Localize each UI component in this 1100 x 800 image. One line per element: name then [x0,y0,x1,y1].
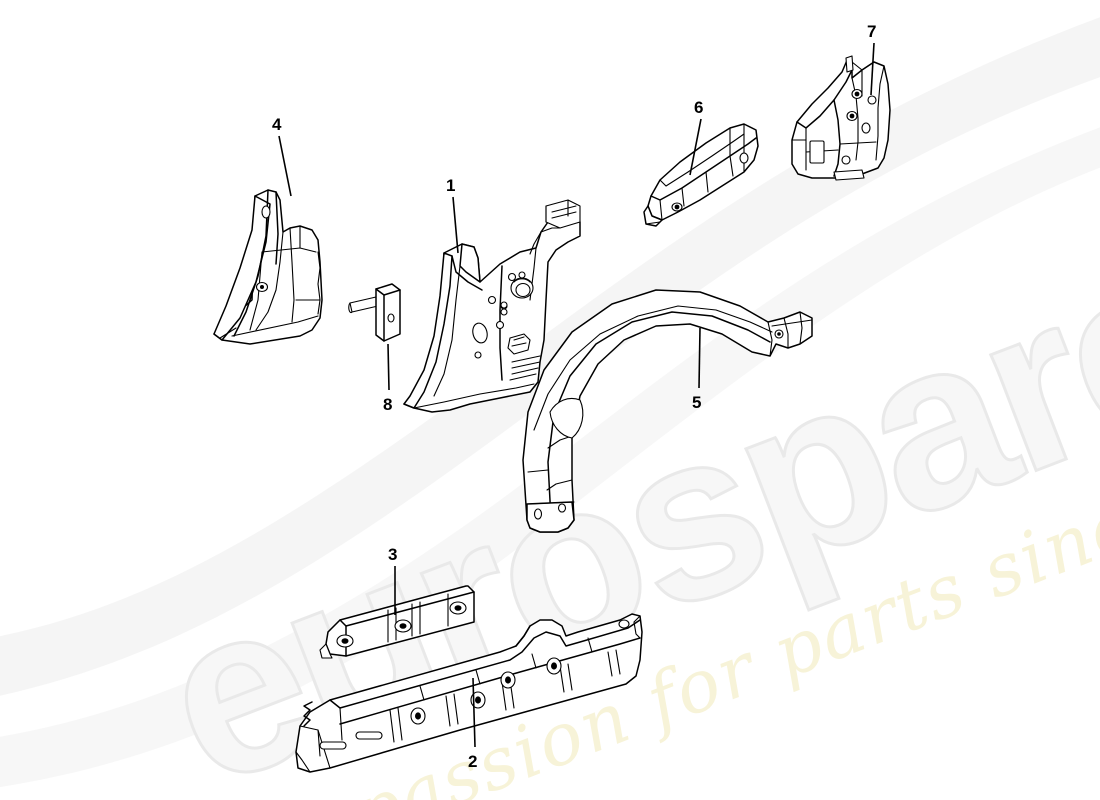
callout-label-2: 2 [468,752,478,771]
callout-label-3: 3 [388,545,398,564]
callout-label-5: 5 [692,393,702,412]
callout-label-6: 6 [694,98,704,117]
leader-8 [387,343,390,391]
callout-label-7: 7 [867,22,877,41]
part-4-a-pillar-lower-reinforcement[interactable] [213,189,323,345]
part-3-sill-reinforcement-plate[interactable] [319,585,475,659]
part-5-wheel-arch-reinforcement[interactable] [522,289,813,533]
part-7-corner-bracket-reinforcement[interactable] [791,55,891,181]
leader-7 [870,42,875,96]
part-2-sill-rocker-panel[interactable] [295,613,643,773]
leader-4 [278,135,292,197]
part-8-block-with-pin[interactable] [348,283,401,342]
leader-2 [472,677,476,748]
leader-1 [452,196,459,254]
callout-label-1: 1 [446,176,456,195]
part-6-roof-rail-reinforcement[interactable] [643,123,759,227]
part-1-body-side-frame-pillar[interactable] [403,199,581,413]
callout-label-4: 4 [272,115,282,134]
callout-label-8: 8 [383,395,393,414]
leader-5 [698,327,701,389]
leader-6 [689,118,702,176]
